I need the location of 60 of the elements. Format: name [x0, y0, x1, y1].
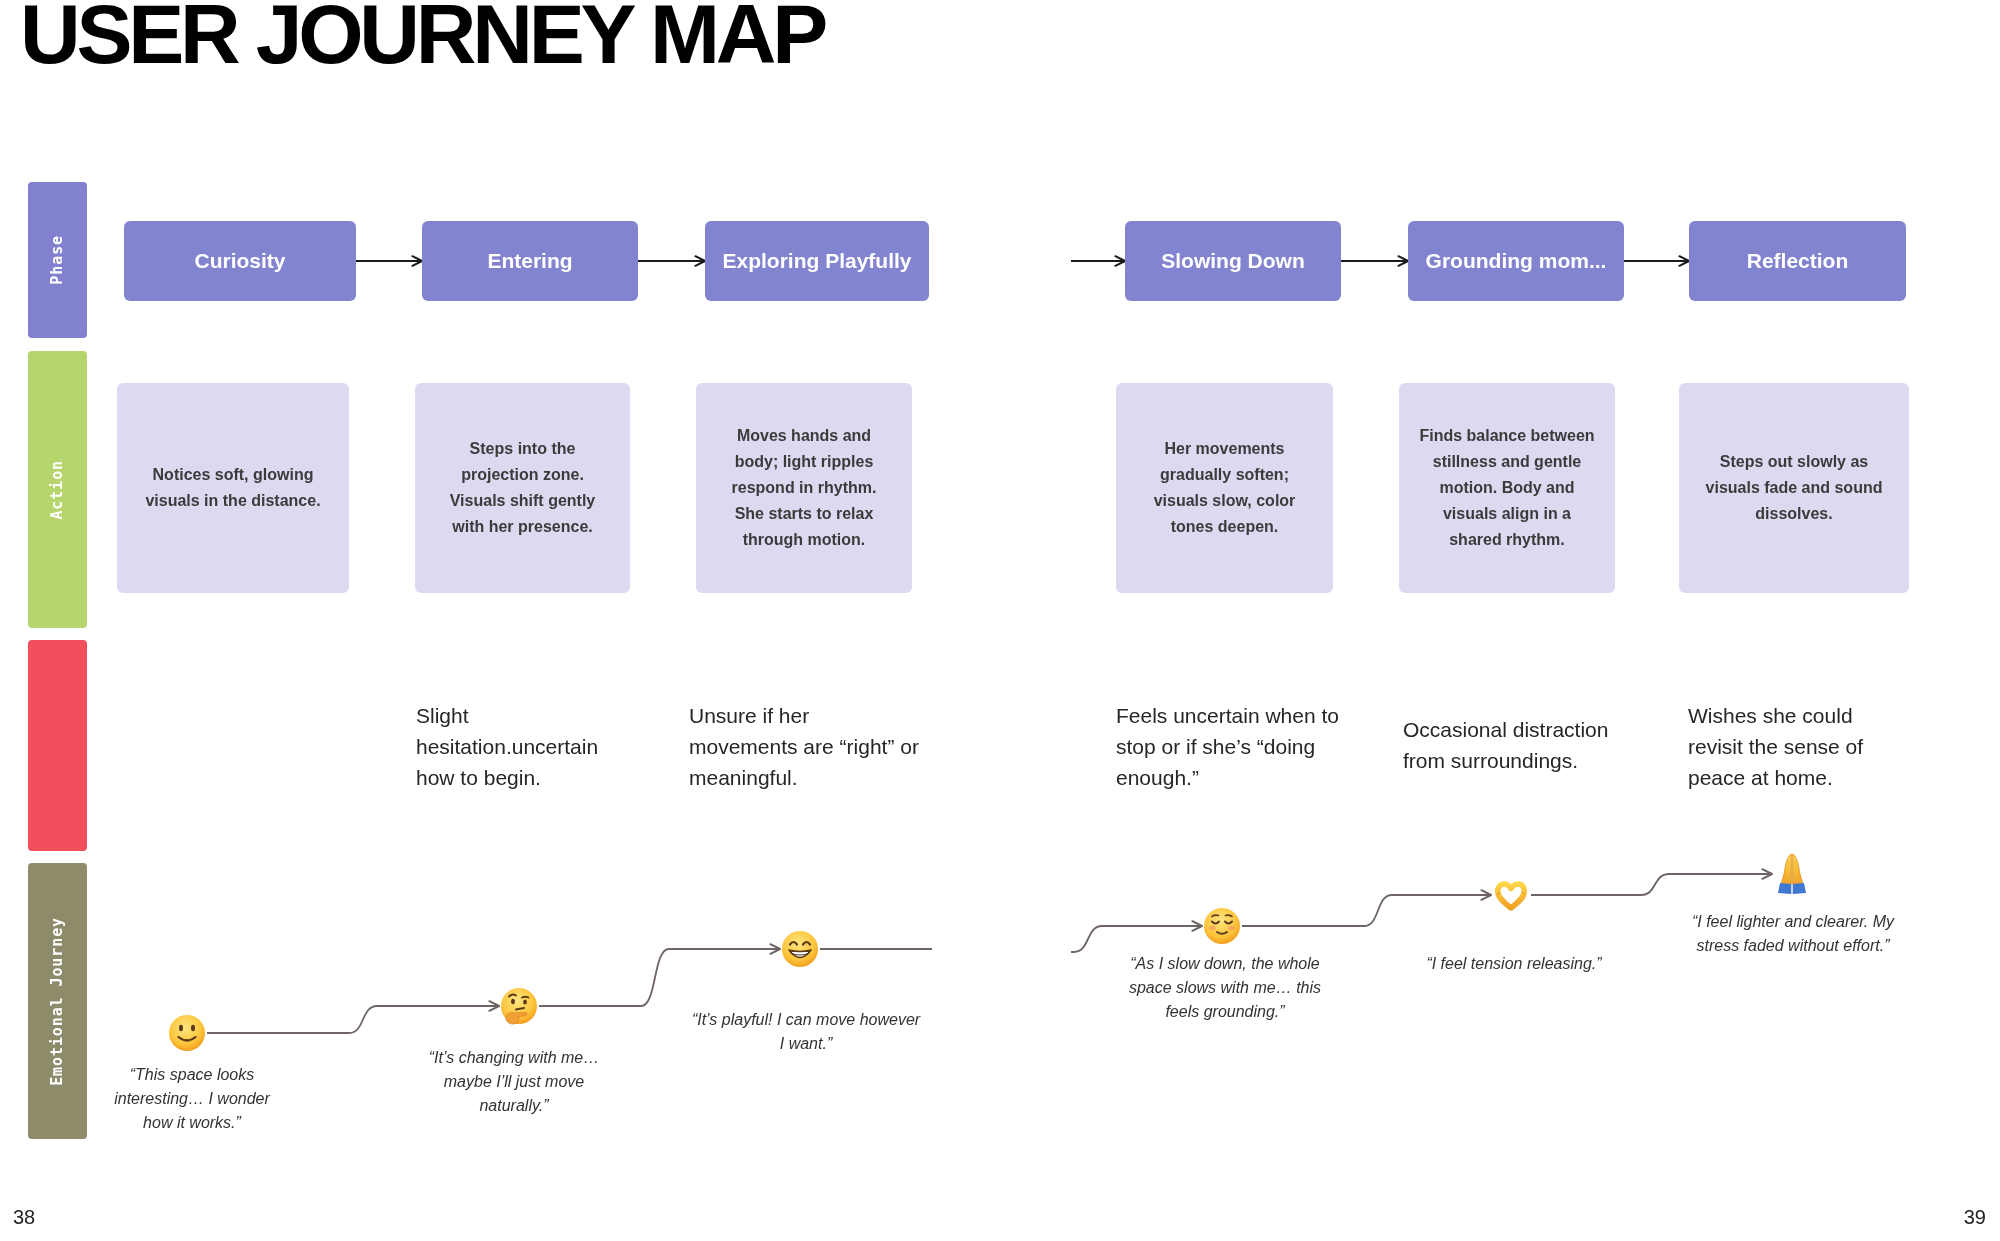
phase-box: [1689, 221, 1906, 301]
quote-caption: “I feel lighter and clearer. My stress faded without effort.”: [1690, 912, 1896, 956]
page-number: 38: [13, 1205, 36, 1230]
phase-name: Grounding mom...: [1425, 248, 1607, 275]
connector-line: [819, 948, 933, 950]
phase-box: [124, 221, 356, 301]
action-card: [1399, 383, 1615, 593]
quote-caption: “It’s playful! I can move however I want.”: [691, 1010, 921, 1054]
row-label: Phase: [47, 235, 68, 285]
arrow: [1070, 920, 1203, 953]
action-description: Her movements gradually soften; visuals slow, color tones deepen.: [1152, 439, 1297, 537]
phase-box: [1408, 221, 1624, 301]
arrow: [206, 1000, 500, 1034]
arrow: [1070, 255, 1126, 267]
phase-box: [422, 221, 638, 301]
arrow: [1241, 889, 1492, 927]
action-card: [696, 383, 912, 593]
pain-point-text: Feels uncertain when to stop or if she’s “doing enough.”: [1116, 703, 1340, 791]
arrow: [538, 943, 781, 1007]
phase-box: [705, 221, 929, 301]
grinning-face-icon: [780, 929, 820, 969]
row-header-bar: [28, 351, 87, 628]
quote-caption: “This space looks interesting… I wonder how it works.”: [113, 1065, 272, 1133]
quote-caption: “I feel tension releasing.”: [1425, 954, 1603, 974]
arrow: [1623, 255, 1690, 267]
pain-point-text: Occasional distraction from surroundings.: [1403, 717, 1610, 774]
phase-name: Entering: [487, 248, 573, 275]
pain-point-text: Slight hesitation.uncertain how to begin.: [416, 703, 600, 791]
row-header-bar: [28, 863, 87, 1139]
phase-name: Exploring Playfully: [722, 248, 912, 275]
action-description: Steps out slowly as visuals fade and sound dissolves.: [1704, 452, 1884, 524]
quote-caption: “It’s changing with me… maybe I’ll just move naturally.”: [427, 1048, 601, 1116]
action-card: [1116, 383, 1333, 593]
page-number: 39: [1963, 1205, 1986, 1230]
row-header-bar: [28, 182, 87, 338]
action-description: Notices soft, glowing visuals in the distance.: [144, 465, 322, 511]
thinking-face-icon: [499, 986, 539, 1026]
phase-box: [1125, 221, 1341, 301]
pain-point-text: Wishes she could revisit the sense of peace at home.: [1688, 703, 1865, 791]
action-description: Steps into the projection zone. Visuals shift gently with her presence.: [448, 439, 597, 537]
arrow: [637, 255, 706, 267]
quote-caption: “As I slow down, the whole space slows with me… this feels grounding.”: [1127, 954, 1323, 1022]
pain-point-text: Unsure if her movements are “right” or meaningful.: [689, 703, 920, 791]
action-description: Moves hands and body; light ripples respond in rhythm. She starts to relax through motion.: [730, 426, 878, 550]
action-card: [415, 383, 630, 593]
relieved-face-icon: [1202, 906, 1242, 946]
action-card: [1679, 383, 1909, 593]
phase-name: Slowing Down: [1161, 248, 1305, 275]
action-description: Finds balance between stillness and gentle motion. Body and visuals align in a shared rhythm.: [1419, 426, 1595, 550]
phase-name: Reflection: [1746, 248, 1849, 275]
phase-name: Curiosity: [194, 248, 286, 275]
arrow: [355, 255, 423, 267]
smiling-face-icon: [167, 1013, 207, 1053]
action-card: [117, 383, 349, 593]
row-label: Action: [47, 459, 68, 520]
arrow: [1340, 255, 1409, 267]
page-title: USER JOURNEY MAP: [20, 0, 825, 76]
row-label: Emotional Journey: [47, 916, 68, 1086]
row-header-bar: [28, 640, 87, 851]
arrow: [1530, 868, 1773, 896]
